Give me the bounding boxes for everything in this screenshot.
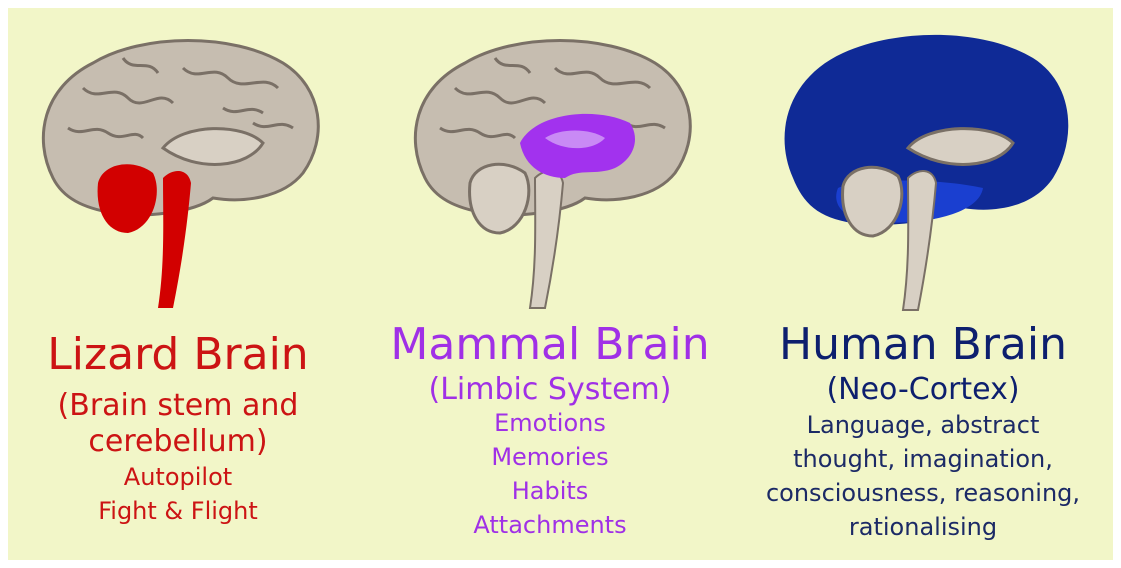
mammal-brain-subtitle: (Limbic System) xyxy=(360,372,740,408)
mammal-description-line: Memories xyxy=(360,440,740,474)
human-brain-subtitle: (Neo-Cortex) xyxy=(733,372,1113,408)
human-description-line: Language, abstract xyxy=(733,408,1113,442)
lizard-brain-illustration xyxy=(23,28,333,328)
human-subtitle-line: (Neo-Cortex) xyxy=(733,372,1113,408)
lizard-cerebellum xyxy=(98,164,157,233)
mammal-description-line: Emotions xyxy=(360,406,740,440)
brain-evolution-diagram: Lizard Brain (Brain stem and cerebellum)… xyxy=(8,8,1113,560)
human-description-line: consciousness, reasoning, xyxy=(733,476,1113,510)
lizard-subtitle-line: (Brain stem and xyxy=(8,388,348,424)
lizard-brain-panel: Lizard Brain (Brain stem and cerebellum)… xyxy=(8,8,348,528)
lizard-brain-subtitle: (Brain stem and cerebellum) xyxy=(8,388,348,460)
mammal-description-line: Attachments xyxy=(360,508,740,542)
lizard-subtitle-line: cerebellum) xyxy=(8,424,348,460)
lizard-description-line: Fight & Flight xyxy=(8,494,348,528)
mammal-brain-illustration xyxy=(395,28,705,328)
mammal-subtitle-line: (Limbic System) xyxy=(360,372,740,408)
mammal-brain-description: Emotions Memories Habits Attachments xyxy=(360,406,740,542)
human-brain-illustration xyxy=(768,28,1078,328)
lizard-brain-title: Lizard Brain xyxy=(8,330,348,380)
mammal-description-line: Habits xyxy=(360,474,740,508)
mammal-brain-panel: Mammal Brain (Limbic System) Emotions Me… xyxy=(360,8,740,542)
mammal-brain-title: Mammal Brain xyxy=(360,320,740,370)
human-description-line: thought, imagination, xyxy=(733,442,1113,476)
human-brain-panel: Human Brain (Neo-Cortex) Language, abstr… xyxy=(733,8,1113,544)
lizard-description-line: Autopilot xyxy=(8,460,348,494)
human-description-line: rationalising xyxy=(733,510,1113,544)
human-brain-title: Human Brain xyxy=(733,320,1113,370)
lizard-brain-description: Autopilot Fight & Flight xyxy=(8,460,348,528)
human-brain-description: Language, abstract thought, imagination,… xyxy=(733,408,1113,544)
